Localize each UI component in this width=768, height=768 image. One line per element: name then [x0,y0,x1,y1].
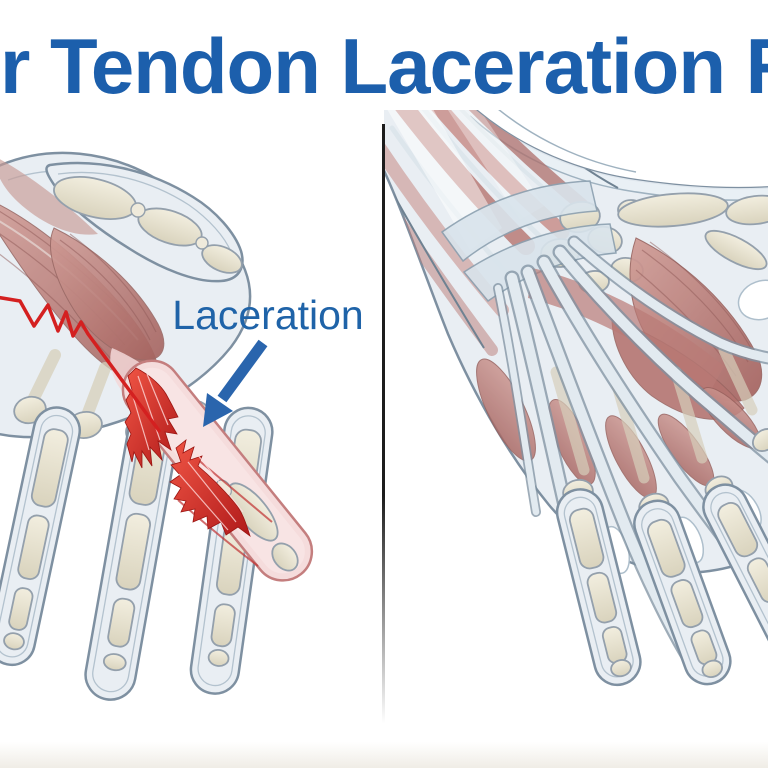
laceration-tear-line [0,295,162,434]
title-bar: r Tendon Laceration R [0,0,768,118]
laceration-arrowhead [203,393,233,427]
left-finger-pinky [0,406,81,667]
left-thumb [45,161,244,283]
right-finger-ring [702,483,768,659]
right-finger-middle [633,499,732,686]
laceration-arrow [217,339,268,403]
laceration-label: Laceration [172,292,363,338]
page-title: r Tendon Laceration R [0,22,768,110]
left-panel-lacerated-hand-illustration: Laceration [0,151,364,701]
left-hand-muscles [0,159,165,385]
left-injured-index-finger [110,348,314,582]
right-finger-index [555,488,642,687]
bottom-paper-texture [0,742,768,768]
light-ray [444,110,544,220]
right-panel-intact-hand-illustration [384,110,768,687]
panel-divider-line [382,124,385,724]
laceration-annotation: Laceration [172,292,364,427]
